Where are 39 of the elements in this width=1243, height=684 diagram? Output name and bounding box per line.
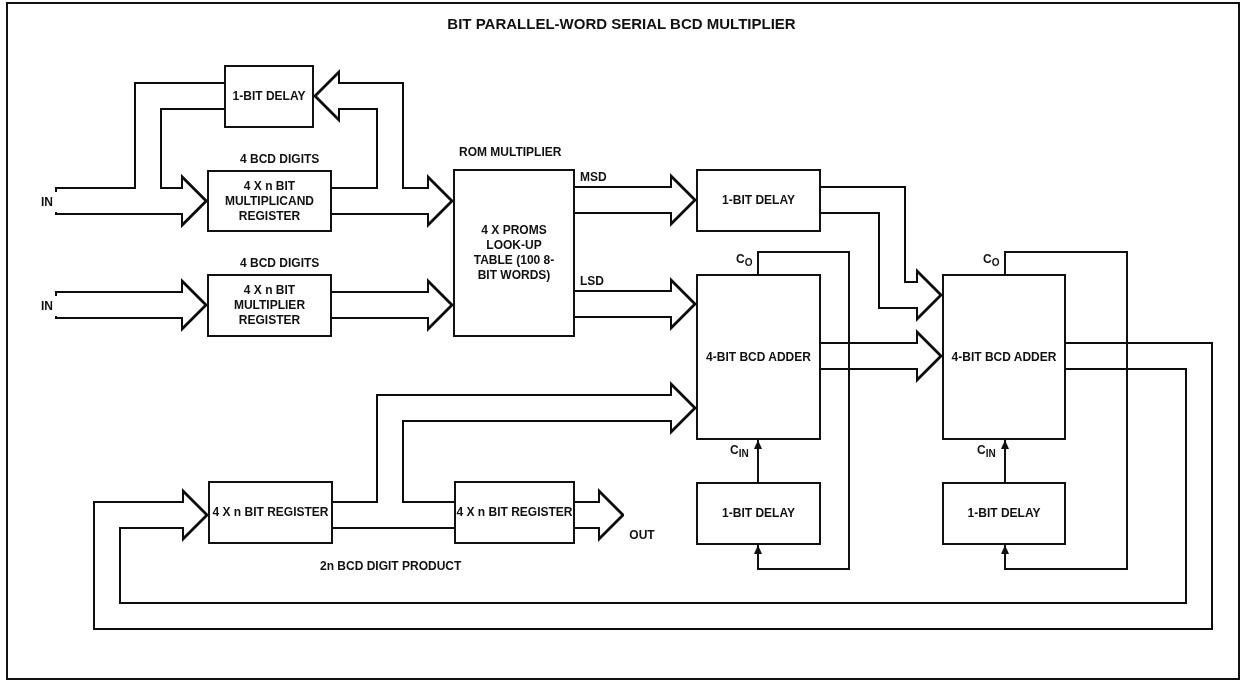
edge-label: LSD [579,274,605,288]
diagram-title: BIT PARALLEL-WORD SERIAL BCD MULTIPLIER [447,15,796,32]
port-label: IN [41,194,53,210]
carry-arrow [754,251,850,570]
edge-label: MSD [579,170,608,184]
block-box [696,169,821,232]
block-label: 4 X PROMS LOOK-UP TABLE (100 8-BIT WORDS) [472,223,556,283]
block-box [942,274,1066,440]
note-label: 2n BCD DIGIT PRODUCT [320,559,462,573]
block-box [208,481,333,544]
pin-label: C$_{O}$ [983,252,1000,269]
block-label: 1-BIT DELAY [722,506,795,521]
block-label: 4-BIT BCD ADDER [951,349,1057,365]
block-box [454,481,575,544]
block-label: 1-BIT DELAY [232,89,306,104]
block-label: 4 X n BIT REGISTER [456,505,573,520]
block-label: 4 X n BIT MULTIPLIER REGISTER [232,283,307,328]
bus-arrow [93,342,1213,630]
carry-arrow [1001,439,1009,483]
block-box [224,65,314,128]
block-caption: 4 BCD DIGITS [240,152,320,166]
block-box [942,482,1066,545]
block-label: 1-BIT DELAY [967,506,1041,521]
pin-label: C$_{O}$ [736,252,753,269]
block-caption: 4 BCD DIGITS [240,256,320,270]
pin-label: C$_{IN}$ [977,443,996,460]
block-label: 4 X n BIT REGISTER [212,505,329,520]
block-label: 1-BIT DELAY [722,193,795,208]
pin-label: C$_{IN}$ [730,443,749,460]
block-box [696,274,821,440]
block-caption: ROM MULTIPLIER [459,145,562,159]
carry-arrow [754,439,762,483]
block-label: 4-BIT BCD ADDER [706,349,811,365]
port-label: OUT [629,528,655,543]
bus-arrow [55,278,208,332]
port-label: IN [41,298,53,314]
block-label: 4 X n BIT MULTIPLICAND REGISTER [223,178,316,224]
carry-arrow [1001,251,1128,570]
block-box [696,482,821,545]
